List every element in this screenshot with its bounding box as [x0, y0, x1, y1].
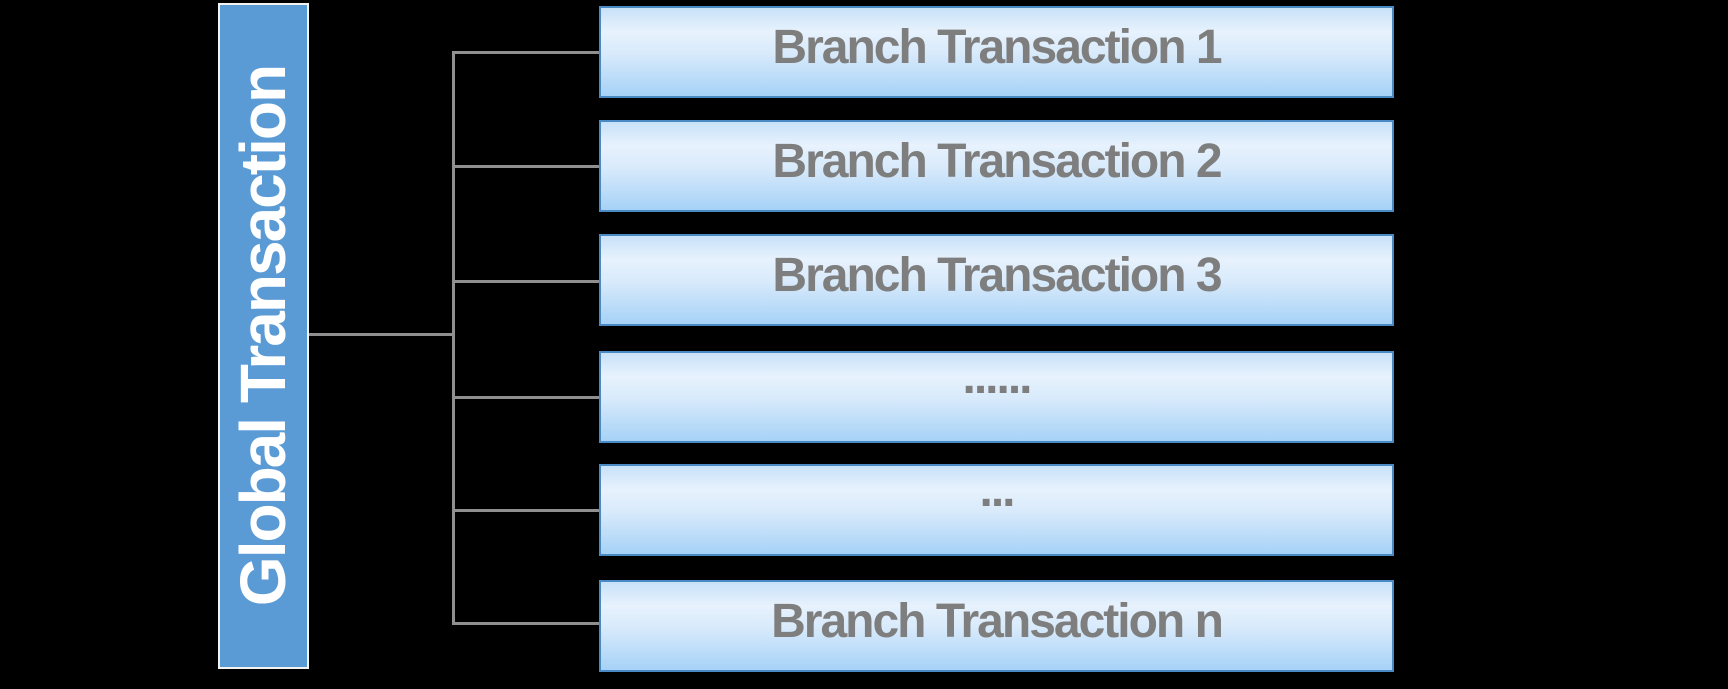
connector-branch-4	[453, 396, 599, 399]
branch-transaction-2-box: Branch Transaction 2	[599, 120, 1394, 212]
connector-main	[309, 333, 453, 336]
branch-transaction-ellipsis-label: ......	[962, 350, 1032, 404]
branch-transaction-3-label: Branch Transaction 3	[772, 248, 1222, 302]
global-transaction-box: Global Transaction	[218, 3, 309, 669]
connector-branch-1	[453, 51, 599, 54]
branch-transaction-ellipsis-short-label: ...	[979, 463, 1015, 517]
branch-transaction-1-box: Branch Transaction 1	[599, 6, 1394, 98]
branch-transaction-ellipsis-box: ......	[599, 350, 1394, 443]
connector-branch-5	[453, 509, 599, 512]
connector-spine	[452, 51, 455, 625]
connector-branch-2	[453, 165, 599, 168]
branch-transaction-ellipsis-short-box: ...	[599, 463, 1394, 556]
branch-transaction-n-box: Branch Transaction n	[599, 580, 1394, 672]
global-transaction-label: Global Transaction	[227, 65, 300, 607]
connector-branch-6	[453, 622, 599, 625]
connector-branch-3	[453, 280, 599, 283]
branch-transaction-3-box: Branch Transaction 3	[599, 234, 1394, 326]
branch-transaction-2-label: Branch Transaction 2	[772, 134, 1222, 188]
branch-transaction-1-label: Branch Transaction 1	[772, 20, 1222, 74]
branch-transaction-n-label: Branch Transaction n	[771, 594, 1224, 648]
